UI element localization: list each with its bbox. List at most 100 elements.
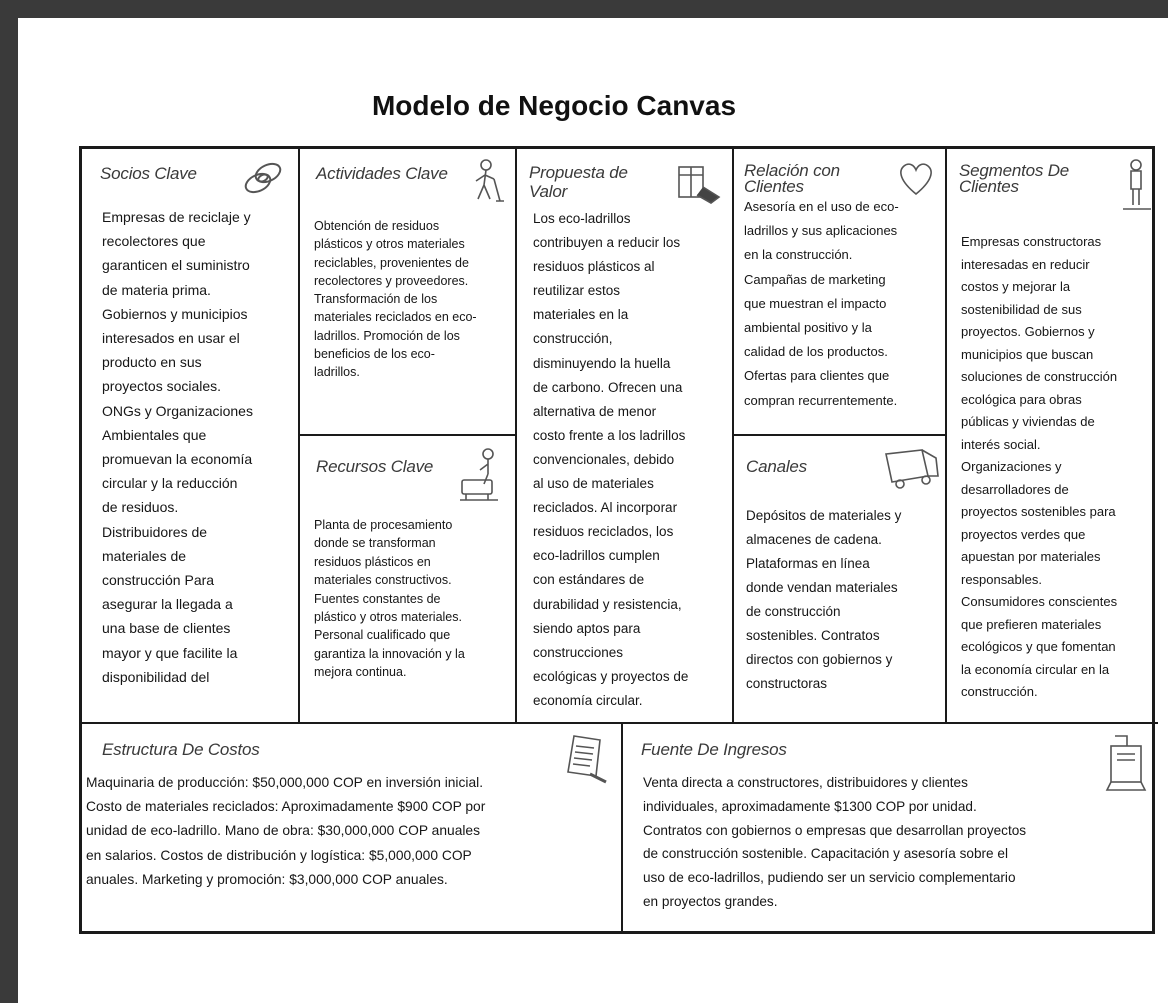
text-line: ladrillos. [314, 365, 360, 380]
text-line: Consumidores conscientes [961, 594, 1118, 609]
block-title: Canales [746, 457, 807, 476]
text-line: que prefieren materiales [961, 616, 1102, 632]
text-line: reutilizar estos [533, 283, 621, 299]
block-title: Propuesta de Valor [529, 163, 628, 201]
text-line: ladrillos. Promoción de los [314, 328, 460, 343]
text-line: asegurar la llegada a [102, 596, 233, 613]
block-relacion-clientes: Relación con Clientes Asesoría en el uso… [732, 149, 946, 435]
person-icon [1119, 157, 1153, 213]
text-line: proyectos verdes que [961, 526, 1086, 542]
text-line: residuos reciclados, los [533, 524, 674, 540]
text-line: siendo aptos para [533, 620, 641, 636]
text-line: individuales, aproximadamente $1300 COP … [643, 798, 977, 814]
text-line: desarrolladores de [961, 481, 1069, 497]
block-body: Maquinaria de producción: $50,000,000 CO… [86, 771, 621, 892]
cash-register-icon [1105, 732, 1149, 796]
text-line: promuevan la economía [102, 451, 253, 468]
text-line: compran recurrentemente. [744, 392, 898, 408]
text-line: Campañas de marketing [744, 271, 886, 287]
text-line: donde se transforman [314, 536, 436, 551]
gift-box-icon [671, 157, 723, 207]
text-line: Venta directa a constructores, distribui… [643, 775, 968, 790]
text-line: donde vendan materiales [746, 580, 898, 595]
text-line: de materia prima. [102, 281, 211, 298]
text-line: en proyectos grandes. [643, 893, 778, 909]
text-line: materiales reciclados en eco- [314, 310, 477, 325]
text-line: directos con gobiernos y [746, 652, 893, 667]
text-line: garantiza la innovación y la [314, 646, 465, 661]
block-title: Socios Clave [100, 164, 197, 183]
text-line: Fuentes constantes de [314, 591, 441, 606]
text-line: mejora continua. [314, 665, 407, 680]
block-body: Los eco-ladrillos contribuyen a reducir l… [533, 207, 733, 713]
text-line: alternativa de menor [533, 403, 657, 419]
block-title: Actividades Clave [316, 164, 448, 183]
text-line: anuales. Marketing y promoción: $3,000,0… [86, 871, 448, 887]
text-line: disponibilidad del [102, 668, 210, 685]
text-line: Personal cualificado que [314, 628, 451, 643]
text-line: contribuyen a reducir los [533, 235, 681, 251]
text-line: convencionales, debido [533, 451, 675, 467]
text-line: Empresas constructoras [961, 234, 1102, 249]
block-fuente-ingresos: Fuente De Ingresos Venta directa a const… [621, 722, 1158, 931]
block-segmentos-clientes: Segmentos De Clientes Empresas construct… [945, 149, 1158, 723]
text-line: materiales de [102, 547, 187, 564]
factory-worker-icon [458, 446, 508, 502]
text-line: Depósitos de materiales y [746, 508, 902, 523]
text-line: unidad de eco-ladrillo. Mano de obra: $3… [86, 823, 480, 839]
worker-icon [468, 157, 508, 205]
text-line: economía circular. [533, 692, 643, 708]
text-line: calidad de los productos. [744, 344, 888, 360]
text-line: Ofertas para clientes que [744, 368, 890, 384]
text-line: Los eco-ladrillos [533, 211, 631, 226]
text-line: Organizaciones y [961, 459, 1062, 474]
text-line: mayor y que facilite la [102, 644, 238, 661]
text-line: disminuyendo la huella [533, 355, 671, 371]
text-line: Asesoría en el uso de eco- [744, 199, 899, 214]
text-line: residuos plásticos al [533, 259, 655, 275]
text-line: construcción Para [102, 572, 215, 589]
text-line: garanticen el suministro [102, 257, 250, 274]
block-title: Segmentos De Clientes [959, 161, 1070, 196]
block-title: Estructura De Costos [102, 740, 260, 759]
text-line: una base de clientes [102, 620, 231, 637]
text-line: Planta de procesamiento [314, 518, 453, 532]
text-line: que muestran el impacto [744, 295, 887, 311]
text-line: públicas y viviendas de [961, 414, 1095, 429]
block-propuesta-valor: Propuesta de Valor Los eco-ladrillos cont… [515, 149, 733, 723]
text-line: proyectos sostenibles para [961, 504, 1116, 519]
text-line: sostenibilidad de sus [961, 301, 1082, 317]
text-line: interesadas en reducir [961, 256, 1090, 272]
text-line: materiales en la [533, 307, 629, 323]
text-line: proyectos sociales. [102, 378, 222, 395]
block-body: Empresas constructoras interesadas en red… [961, 231, 1158, 704]
delivery-truck-icon [882, 446, 942, 490]
text-line: constructoras [746, 676, 828, 691]
text-line: municipios que buscan [961, 346, 1094, 362]
text-line: Costo de materiales reciclados: Aproxima… [86, 799, 486, 815]
text-line: construcción, [533, 331, 613, 347]
text-line: eco-ladrillos cumplen [533, 548, 660, 564]
text-line: circular y la reducción [102, 475, 238, 492]
text-line: ecológicas y proyectos de [533, 668, 689, 684]
text-line: durabilidad y resistencia, [533, 596, 682, 612]
text-line: ambiental positivo y la [744, 320, 872, 336]
text-line: uso de eco-ladrillos, pudiendo ser un se… [643, 870, 1016, 886]
block-title: Relación con Clientes [744, 161, 840, 196]
text-line: ecológica para obras [961, 391, 1082, 407]
text-line: costo frente a los ladrillos [533, 427, 686, 443]
text-line: plásticos y otros materiales [314, 237, 465, 252]
chain-link-icon [238, 159, 286, 199]
text-line: materiales constructivos. [314, 573, 452, 588]
text-line: soluciones de construcción [961, 369, 1118, 384]
text-line: de construcción [746, 604, 841, 619]
text-line: recolectores y proveedores. [314, 273, 469, 288]
text-line: ladrillos y sus aplicaciones [744, 223, 898, 239]
text-line: reciclables, provenientes de [314, 255, 469, 270]
text-line: de residuos. [102, 499, 179, 516]
text-line: al uso de materiales [533, 476, 654, 492]
